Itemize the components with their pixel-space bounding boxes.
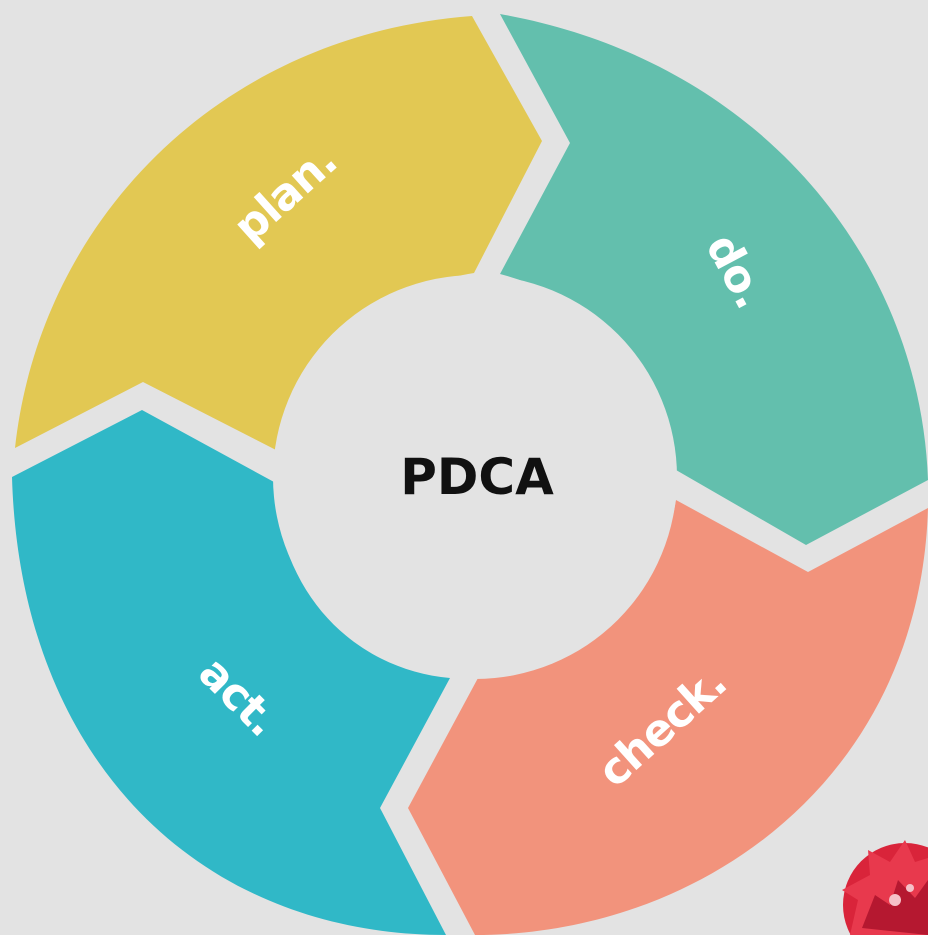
- do-segment: [500, 14, 928, 545]
- plan-segment: [15, 16, 542, 450]
- act-segment: [12, 410, 450, 935]
- center-circle: [273, 275, 677, 679]
- center-title: PDCA: [400, 448, 554, 506]
- check-segment: [408, 500, 928, 935]
- red-flower-decoration: [842, 840, 928, 935]
